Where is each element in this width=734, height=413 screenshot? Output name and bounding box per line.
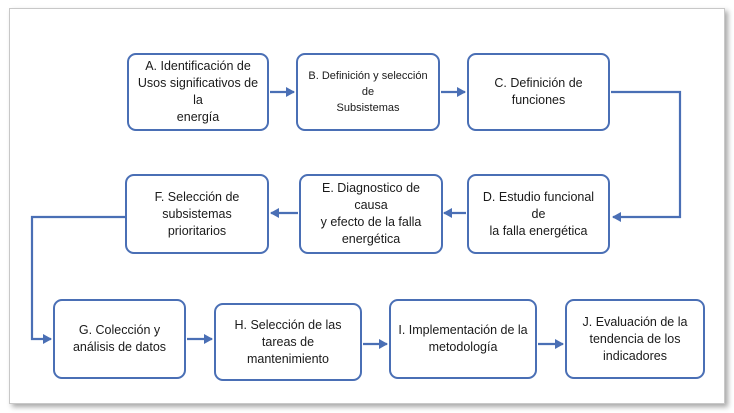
step-e-label: E. Diagnostico de causa y efecto de la f… [320,181,422,246]
step-j-label: J. Evaluación de la tendencia de los ind… [582,314,688,363]
step-f-label: F. Selección de subsistemas prioritarios [154,189,240,238]
step-h-label: H. Selección de las tareas de mantenimie… [234,317,342,366]
step-g-label: G. Colección y análisis de datos [72,323,167,354]
step-a-label: A. Identificación de Usos significativos… [137,59,259,124]
step-d-box: D. Estudio funcional de la falla energét… [467,174,610,254]
step-c-box: C. Definición de funciones [467,53,610,131]
step-i-box: I. Implementación de la metodología [389,299,537,379]
step-c-label: C. Definición de funciones [494,76,583,107]
step-f-box: F. Selección de subsistemas prioritarios [125,174,269,254]
step-h-box: H. Selección de las tareas de mantenimie… [214,303,362,381]
step-b-box: B. Definición y selección de Subsistemas [296,53,440,131]
step-a-box: A. Identificación de Usos significativos… [127,53,269,131]
step-b-label: B. Definición y selección de Subsistemas [308,70,428,114]
step-e-box: E. Diagnostico de causa y efecto de la f… [299,174,443,254]
step-d-label: D. Estudio funcional de la falla energét… [482,189,595,238]
step-i-label: I. Implementación de la metodología [398,323,528,354]
step-g-box: G. Colección y análisis de datos [53,299,186,379]
step-j-box: J. Evaluación de la tendencia de los ind… [565,299,705,379]
